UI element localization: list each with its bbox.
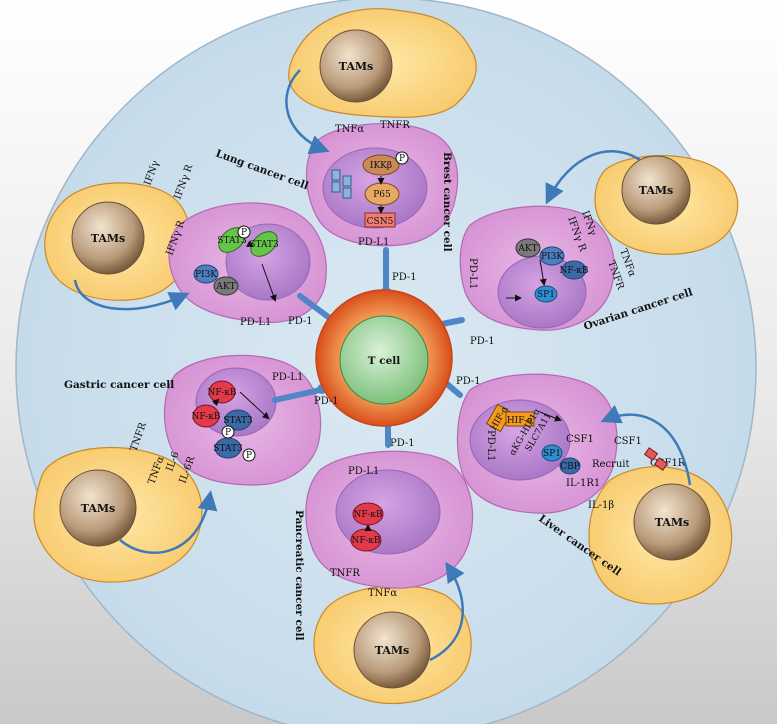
svg-text:P: P: [246, 451, 252, 461]
svg-text:CBP: CBP: [560, 462, 580, 472]
sp1-ov-protein: [534, 285, 558, 303]
gastric-cancer-cell: NF-κB NF-κB STAT3 STAT3 P P Gastric canc…: [64, 354, 322, 486]
svg-text:STAT3: STAT3: [213, 444, 243, 454]
stat3-gastric-nuclear-protein: [224, 409, 252, 431]
csf1r-receptor: [643, 447, 659, 461]
hif-alpha-nuclear-protein: [505, 411, 535, 427]
svg-text:STAT3: STAT3: [217, 236, 247, 246]
svg-text:IL-1β: IL-1β: [588, 500, 614, 511]
stat3-nuclear-protein: [250, 231, 278, 257]
svg-text:IKKβ: IKKβ: [370, 161, 392, 171]
svg-text:STAT3: STAT3: [249, 240, 279, 250]
cbp-protein: [559, 457, 581, 475]
svg-text:TNFα: TNFα: [368, 588, 397, 599]
tam-lower-right-label: TAMs: [655, 516, 690, 529]
svg-text:P65: P65: [373, 190, 391, 200]
svg-text:PD-1: PD-1: [288, 316, 313, 327]
tam-upper-right-label: TAMs: [639, 184, 674, 197]
svg-text:AKT: AKT: [215, 282, 235, 292]
svg-text:HIF-α: HIF-α: [507, 416, 533, 426]
svg-text:PD-1: PD-1: [470, 336, 495, 347]
svg-text:PD-L1: PD-L1: [358, 237, 389, 248]
akt-ov-protein: [515, 238, 541, 258]
tam-signal-arrows: [73, 69, 692, 662]
pi3k-ov-protein: [539, 246, 565, 266]
t-cell-label: T cell: [368, 355, 401, 367]
tam-upper-left: TAMs: [44, 182, 191, 301]
svg-text:P: P: [225, 428, 231, 438]
nfkb-nuclear-protein: [208, 380, 236, 404]
svg-text:P: P: [399, 154, 405, 164]
tam-lower-left-label: TAMs: [81, 502, 116, 515]
svg-text:IL-1R1: IL-1R1: [566, 478, 600, 489]
svg-text:PI3K: PI3K: [541, 252, 563, 262]
csf1r-receptor: [653, 457, 669, 471]
svg-text:PD-1: PD-1: [390, 438, 415, 449]
svg-text:PD-L1: PD-L1: [467, 258, 478, 289]
svg-text:PD-L1: PD-L1: [485, 430, 496, 461]
svg-text:PD-1: PD-1: [314, 396, 339, 407]
svg-text:PD-L1: PD-L1: [272, 372, 303, 383]
svg-text:PD-L1: PD-L1: [348, 466, 379, 477]
svg-text:TNFR: TNFR: [330, 568, 360, 579]
sp1-liver-protein: [541, 444, 563, 462]
svg-text:NF-κB: NF-κB: [352, 536, 381, 546]
svg-text:TNFα: TNFα: [335, 124, 364, 135]
svg-text:NF-κB: NF-κB: [208, 388, 237, 398]
nfkb-protein: [192, 404, 220, 428]
svg-text:NF-κB: NF-κB: [560, 266, 589, 276]
svg-text:Recruit: Recruit: [592, 459, 630, 470]
svg-text:CSN5: CSN5: [367, 217, 394, 227]
svg-text:TNFR: TNFR: [380, 120, 410, 131]
akt-protein: [213, 276, 239, 296]
tam-upper-left-label: TAMs: [91, 232, 126, 245]
tam-lower-right: TAMs: [588, 466, 733, 605]
tam-bottom-label: TAMs: [375, 644, 410, 657]
svg-text:NF-κB: NF-κB: [192, 412, 221, 422]
pathway-arrows: [211, 176, 562, 531]
svg-text:Pancreatic cancer cell: Pancreatic cancer cell: [293, 510, 305, 641]
pi3k-protein: [193, 264, 219, 284]
svg-text:P: P: [241, 228, 247, 238]
svg-text:PD-1: PD-1: [392, 272, 417, 283]
pancreatic-cancer-cell: NF-κB NF-κB Pancreatic cancer cell PD-L1…: [293, 450, 474, 641]
svg-text:CSF1: CSF1: [566, 434, 594, 445]
tam-top: TAMs: [288, 8, 477, 118]
svg-text:SP1: SP1: [543, 449, 561, 459]
svg-text:PI3K: PI3K: [195, 270, 217, 280]
svg-text:STAT3: STAT3: [223, 416, 253, 426]
svg-text:NF-κB: NF-κB: [354, 510, 383, 520]
svg-text:PD-L1: PD-L1: [240, 317, 271, 328]
tam-lower-left: TAMs: [33, 447, 203, 583]
ikkb-protein: [362, 154, 400, 176]
tam-bottom: TAMs: [313, 585, 472, 705]
tam-upper-right: TAMs: [594, 155, 739, 255]
svg-text:Gastric cancer cell: Gastric cancer cell: [64, 379, 174, 391]
tam-top-label: TAMs: [339, 60, 374, 73]
svg-text:SP1: SP1: [537, 290, 555, 300]
svg-text:AKT: AKT: [517, 244, 537, 254]
svg-text:Brest cancer cell: Brest cancer cell: [441, 152, 453, 252]
svg-text:CSF1: CSF1: [614, 436, 642, 447]
t-cell: T cell: [315, 289, 453, 427]
svg-text:PD-1: PD-1: [456, 376, 481, 387]
nfkb-ov-protein: [561, 260, 587, 280]
